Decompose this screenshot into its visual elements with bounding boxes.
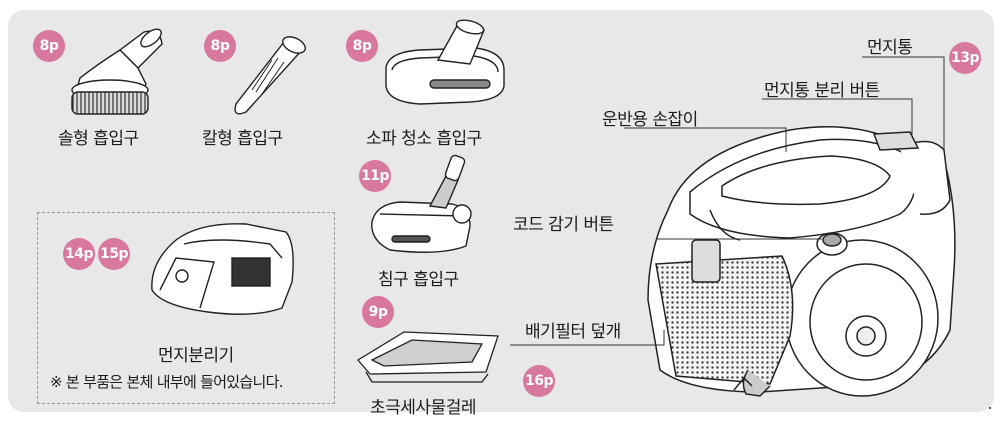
page-badge-separator-a: 14p xyxy=(63,238,95,270)
bed-nozzle-illustration xyxy=(371,154,472,253)
separator-note: ※ 본 부품은 본체 내부에 들어있습니다. xyxy=(50,373,283,391)
page-badge-sofa: 8p xyxy=(346,30,378,62)
label-dust-separator: 먼지분리기 xyxy=(158,346,234,366)
brush-nozzle-illustration xyxy=(71,28,163,115)
label-cord-rewind-button: 코드 감기 버튼 xyxy=(513,215,614,235)
label-bed-nozzle: 침구 흡입구 xyxy=(378,270,459,290)
corner-dot xyxy=(989,407,991,409)
page-badge-dust-bin: 13p xyxy=(949,42,981,74)
carry-handle-leader xyxy=(624,127,787,152)
bin-release-leader xyxy=(762,98,913,136)
separator-box xyxy=(37,212,335,404)
page-badge-separator-b: 15p xyxy=(98,238,130,270)
leader-lines xyxy=(510,56,945,346)
page-badge-vent-cover: 16p xyxy=(523,365,555,397)
label-sofa-nozzle: 소파 청소 흡입구 xyxy=(366,129,482,149)
dust-separator-illustration xyxy=(151,223,294,315)
label-carry-handle: 운반용 손잡이 xyxy=(602,110,698,130)
sofa-nozzle-illustration xyxy=(385,19,505,105)
page-badge-bed: 11p xyxy=(359,160,391,192)
vacuum-body-illustration xyxy=(647,126,956,397)
vent-cover-leader xyxy=(510,330,665,346)
wet-cloth-illustration xyxy=(357,331,499,383)
label-bin-release-button: 먼지통 분리 버튼 xyxy=(764,81,880,101)
label-brush-nozzle: 솔형 흡입구 xyxy=(58,129,139,149)
dust-bin-leader xyxy=(862,56,945,150)
crevice-nozzle-illustration xyxy=(234,36,306,115)
label-wet-cloth: 초극세사물걸레 xyxy=(370,398,476,418)
page-badge-wet-cloth: 9p xyxy=(362,296,394,328)
label-exhaust-filter-cover: 배기필터 덮개 xyxy=(525,322,621,342)
label-crevice-nozzle: 칼형 흡입구 xyxy=(202,129,283,149)
label-dust-bin: 먼지통 xyxy=(867,38,913,58)
page-badge-crevice: 8p xyxy=(204,30,236,62)
page-badge-brush: 8p xyxy=(33,30,65,62)
